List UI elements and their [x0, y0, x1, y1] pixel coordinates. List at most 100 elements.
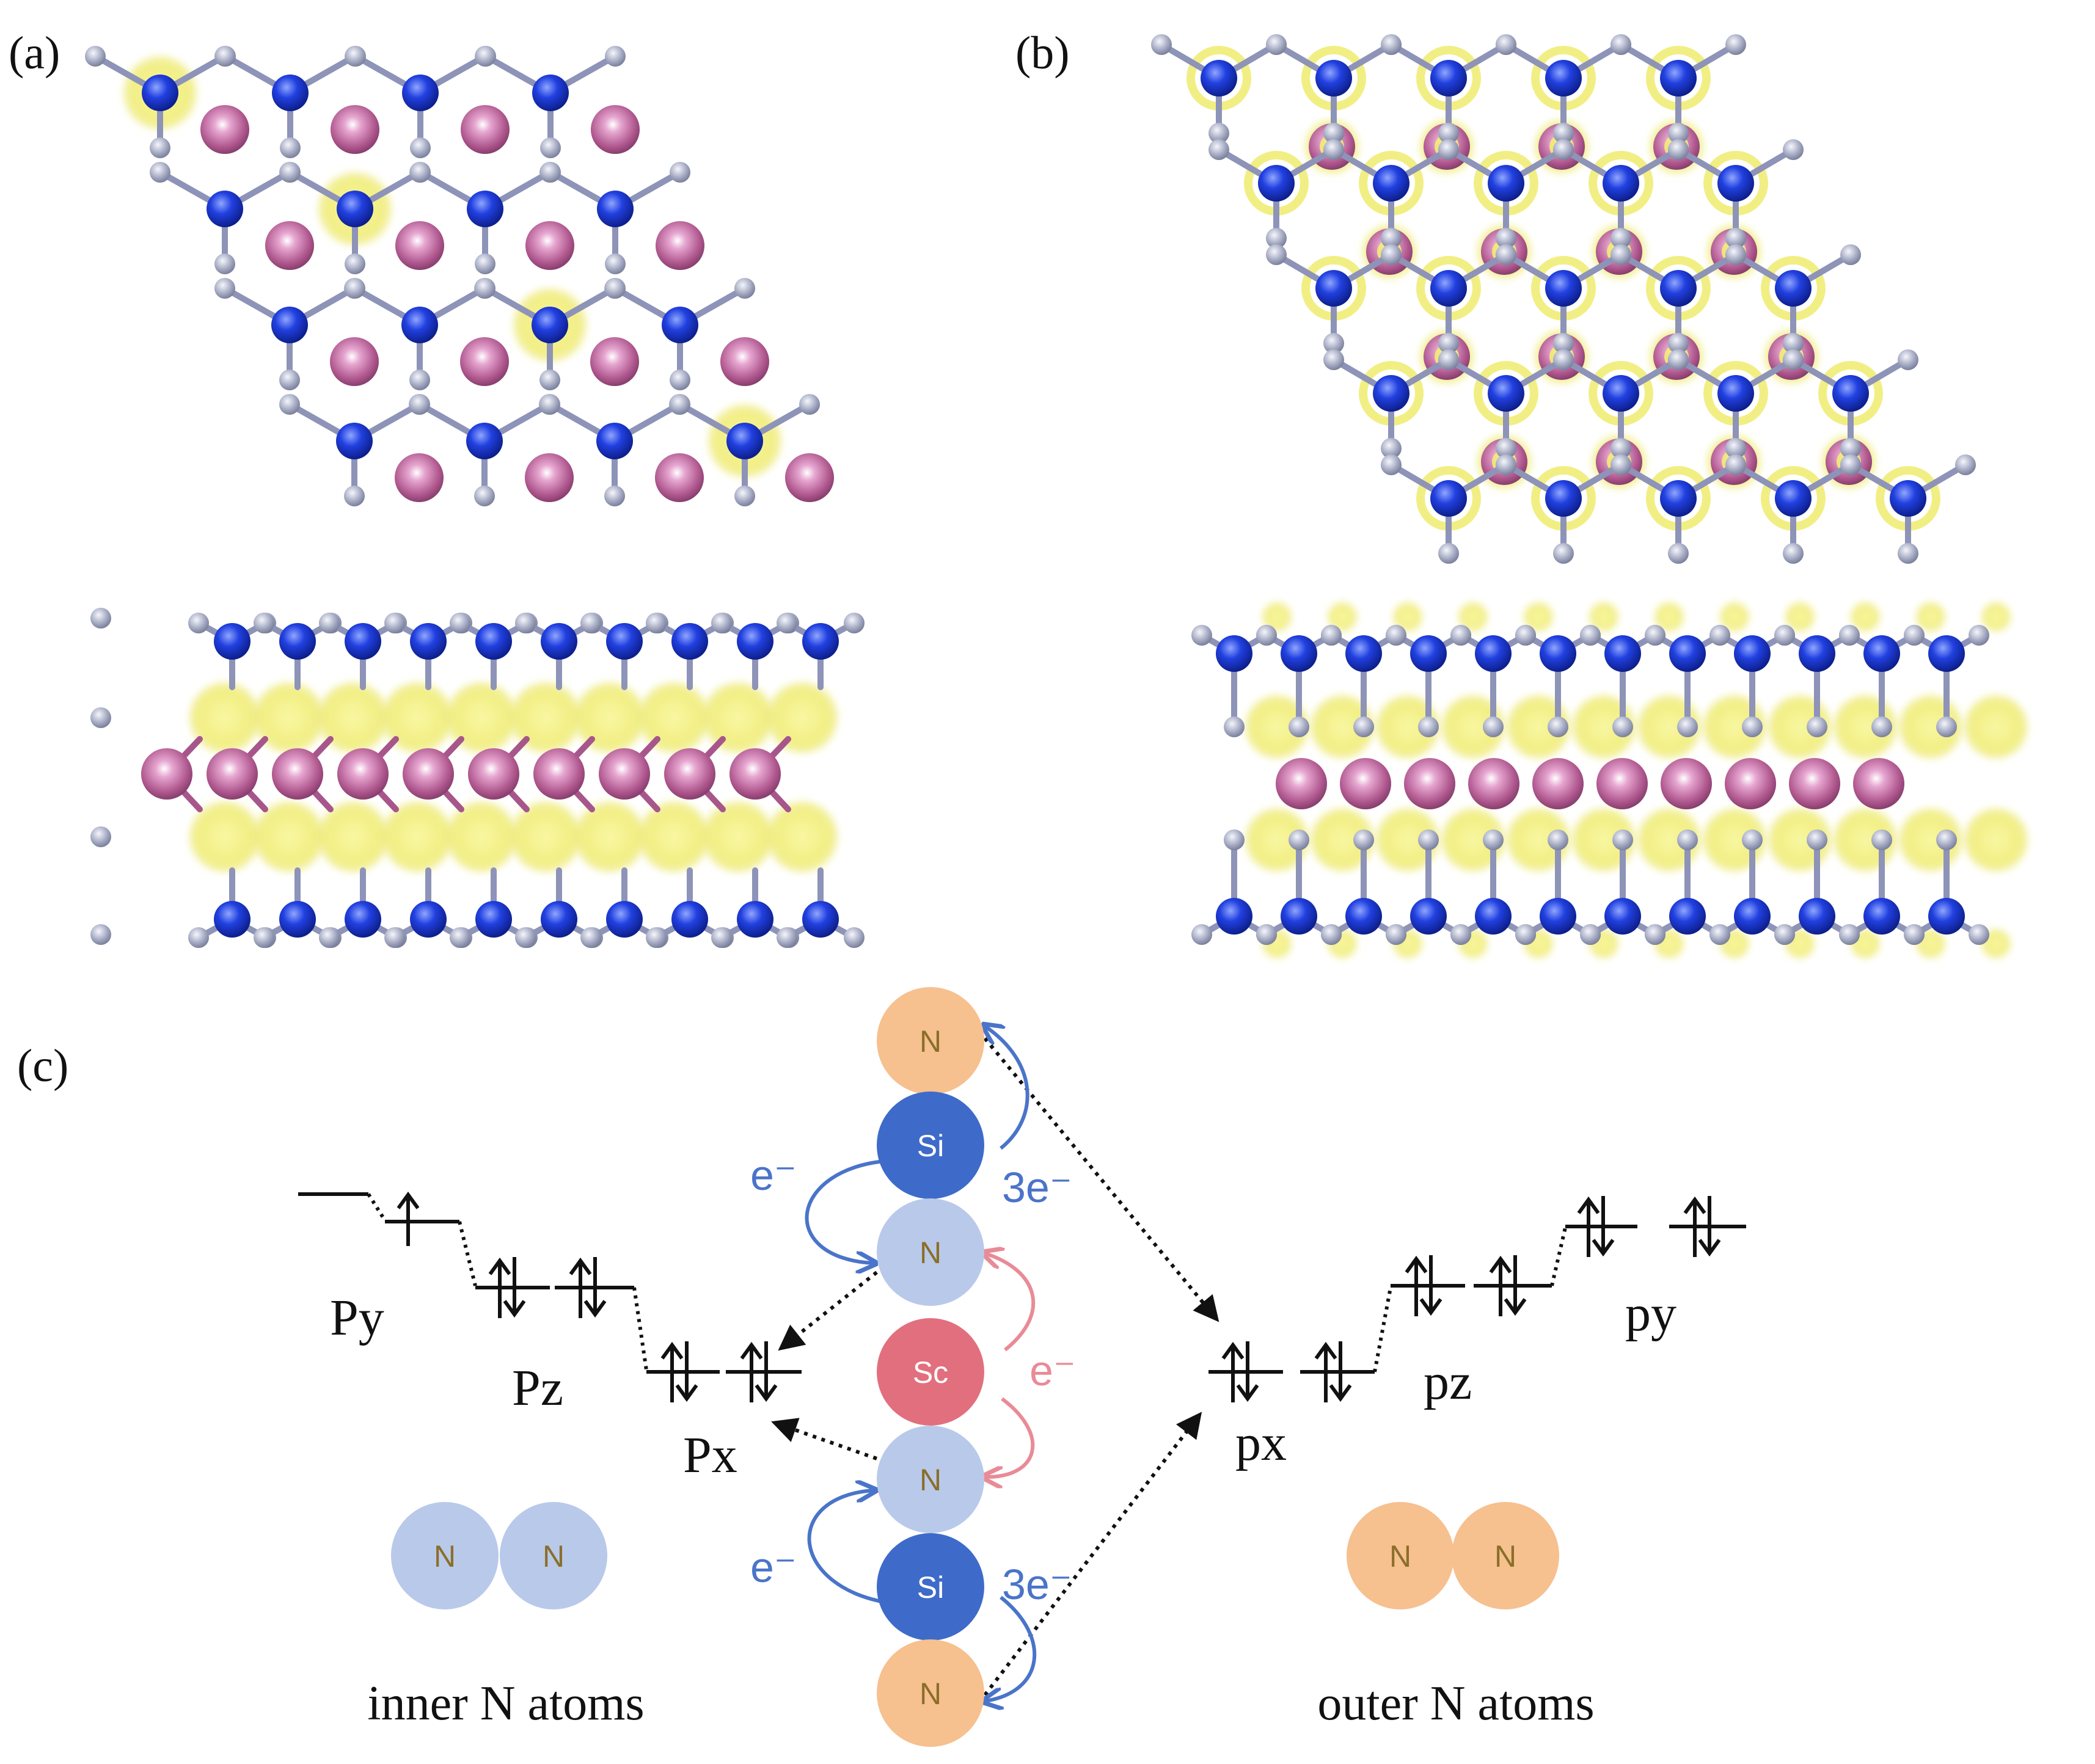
charge-isosurface: [1311, 808, 1374, 872]
n-atom: [799, 394, 820, 415]
si-atom: [532, 75, 569, 111]
n-atom: [1321, 625, 1342, 646]
outer-px-label: px: [1235, 1415, 1287, 1471]
outer-pair-caption: outer N atoms: [1317, 1677, 1594, 1730]
outer-pair-right-label: N: [1494, 1539, 1516, 1573]
chain-n-bottom-atom: [877, 1639, 984, 1747]
inner-px-label: Px: [683, 1427, 737, 1484]
inner-pair-right-label: N: [543, 1539, 565, 1573]
sc-atom: [1661, 758, 1712, 809]
si-atom: [1540, 635, 1576, 672]
structure-b-top-view: [1151, 34, 1976, 564]
si-atom: [410, 623, 447, 660]
si-atom: [1281, 898, 1317, 935]
chain-si-bottom-atom: [877, 1533, 984, 1641]
sc-atom: [207, 748, 258, 800]
inner-pair-caption: inner N atoms: [367, 1677, 644, 1730]
n-atom: [90, 707, 111, 728]
si-atom: [1345, 898, 1382, 935]
chain-sc-atom: [877, 1318, 984, 1426]
n-atom: [1668, 123, 1689, 144]
n-atom: [1774, 924, 1795, 945]
n-atom: [1839, 924, 1860, 945]
n-atom: [280, 137, 301, 158]
sc-atom: [720, 337, 769, 386]
si-atom: [1315, 270, 1352, 307]
outer-py2-electron-up: [1683, 1196, 1706, 1257]
outer-px2-electron-up: [1314, 1341, 1337, 1402]
n-atom: [777, 927, 797, 948]
chain-si-bottom-label: Si: [917, 1570, 944, 1605]
si-atom: [597, 191, 634, 227]
n-atom: [1871, 829, 1892, 850]
n-atom: [1418, 829, 1439, 850]
n-atom: [215, 46, 236, 67]
sc-atom: [785, 453, 834, 502]
n-atom: [1871, 716, 1892, 737]
si-atom: [1201, 60, 1237, 97]
si-atom: [1315, 60, 1352, 97]
si-atom: [1430, 270, 1467, 307]
n-atom: [1496, 244, 1516, 265]
n-atom: [1553, 349, 1574, 370]
sc-atom: [1404, 758, 1455, 809]
charge-isosurface: [254, 682, 324, 753]
charge-isosurface: [382, 801, 453, 872]
n-atom: [1668, 543, 1689, 564]
n-atom: [1725, 228, 1746, 249]
sc-atom: [395, 221, 444, 270]
n-atom: [1725, 244, 1746, 265]
charge-isosurface: [189, 682, 260, 753]
outer-py1-electron-up: [1577, 1196, 1600, 1257]
sc-atom: [403, 748, 454, 800]
panel-a-label: (a): [9, 27, 60, 79]
n-atom: [1323, 123, 1344, 144]
sc-atom: [461, 105, 510, 154]
n-atom: [475, 253, 495, 274]
si-atom: [475, 623, 512, 660]
outer-px2-electron-down: [1329, 1341, 1352, 1402]
si-atom: [1928, 898, 1965, 935]
si-atom: [337, 191, 373, 227]
sc-atom: [1532, 758, 1584, 809]
transfer-arrow-mid-n-to-inner-px: [778, 1270, 878, 1351]
si-atom: [271, 307, 308, 343]
n-atom: [1208, 139, 1229, 160]
si-atom: [1430, 480, 1467, 517]
charge-isosurface: [1589, 602, 1618, 632]
n-atom: [410, 137, 431, 158]
n-atom: [409, 370, 430, 390]
charge-isosurface: [1393, 602, 1422, 632]
chain-n-mid-bottom-atom: [877, 1426, 984, 1533]
si-atom: [1928, 635, 1965, 672]
sc-atom: [1789, 758, 1840, 809]
si-atom: [802, 623, 839, 660]
charge-isosurface: [1458, 602, 1488, 632]
si-atom: [1540, 898, 1576, 935]
si-atom: [1258, 165, 1295, 202]
outer-pz-label: pz: [1424, 1354, 1472, 1410]
n-atom: [1450, 924, 1471, 945]
inner-px2-electron-up: [740, 1341, 763, 1402]
panel-c-label: (c): [17, 1040, 68, 1092]
outer-pz1-electron-up: [1405, 1255, 1428, 1316]
si-atom: [336, 423, 373, 459]
n-atom: [670, 162, 690, 183]
n-atom: [450, 613, 470, 633]
si-atom: [1410, 898, 1447, 935]
outer-py2-electron-down: [1698, 1196, 1721, 1257]
si-atom: [207, 191, 243, 227]
n-atom: [1191, 924, 1212, 945]
n-atom: [1668, 333, 1689, 354]
charge-isosurface: [1441, 808, 1505, 872]
charge-isosurface: [189, 801, 260, 872]
outer-pz2-electron-down: [1504, 1255, 1527, 1316]
sc-atom: [265, 221, 314, 270]
n-atom: [1955, 454, 1976, 475]
electron-arrow-si-bottom-to-n-bottom: [985, 1595, 1037, 1701]
charge-isosurface: [382, 682, 453, 753]
outer-py-label: py: [1625, 1285, 1676, 1342]
n-atom: [1289, 829, 1309, 850]
n-atom: [1677, 716, 1698, 737]
